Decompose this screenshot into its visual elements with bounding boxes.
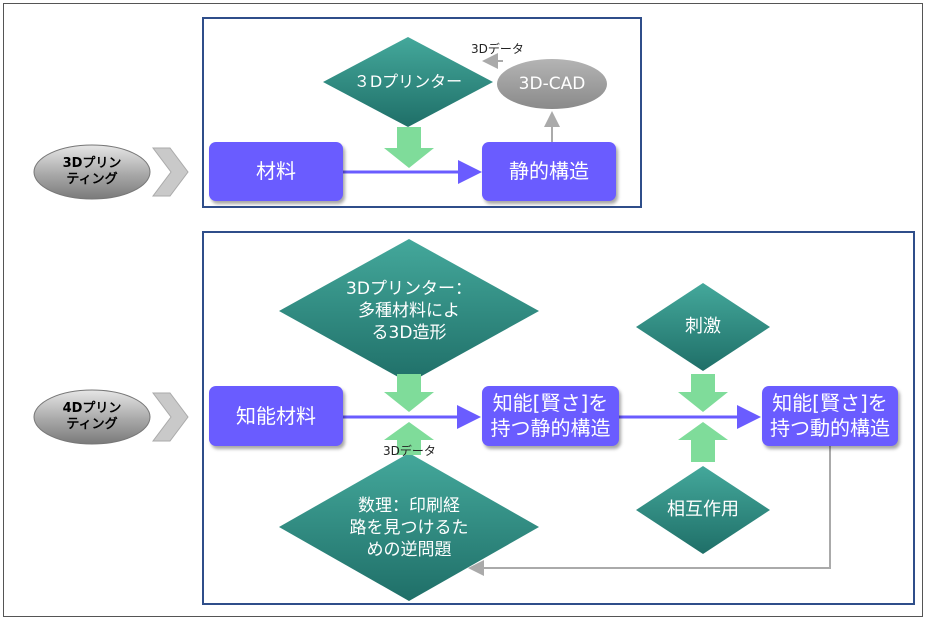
math-label: 数理：印刷経 路を見つけるた めの逆問題 [349, 496, 469, 560]
data-label-top: 3Dデータ [471, 42, 524, 56]
smart-static-structure-box: 知能[賢さ]を 持つ静的構造 [482, 386, 619, 446]
printer-label-bottom: 3Dプリンター： 多種材料によ る3D造形 [346, 279, 472, 343]
data-label-bottom: 3Dデータ [383, 444, 436, 458]
green-up-arrow-math [384, 422, 434, 455]
stimulus-diamond [636, 283, 770, 371]
panel-4d [202, 231, 915, 605]
interaction-label: 相互作用 [667, 499, 739, 520]
cad-ellipse [497, 59, 607, 109]
printer-diamond-top [323, 37, 493, 127]
cad-label: 3D-CAD [518, 74, 586, 94]
smart-material-box: 知能材料 [209, 386, 343, 446]
printer-label-top: ３Dプリンター [353, 72, 463, 91]
stimulus-label: 刺激 [685, 316, 721, 337]
green-up-arrow-interaction [678, 422, 728, 462]
panel-3d [202, 17, 642, 208]
chevron-right-icon [152, 147, 189, 197]
green-down-arrow-top [384, 127, 434, 168]
static-structure-box: 静的構造 [482, 142, 616, 201]
row-label-4d: 4Dプリン ティング [62, 401, 122, 432]
chevron-right-icon [152, 392, 189, 442]
row-4d-pill-shape [33, 389, 151, 445]
interaction-diamond [636, 466, 770, 554]
row-3d-pill-shape [33, 144, 151, 200]
row-label-3d: 3Dプリン ティング [62, 156, 122, 187]
smart-dynamic-structure-box: 知能[賢さ]を 持つ動的構造 [762, 386, 898, 446]
feedback-arrow [468, 445, 831, 576]
green-down-arrow-printer [384, 374, 434, 412]
material-box: 材料 [209, 142, 343, 201]
outer-frame [3, 3, 923, 617]
printer-diamond-bottom [279, 239, 539, 383]
green-down-arrow-stimulus [678, 374, 728, 412]
